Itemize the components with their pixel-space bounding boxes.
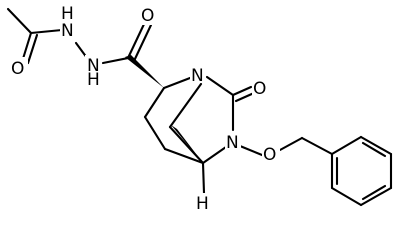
atom-h-hydrazide-right: H bbox=[87, 70, 100, 90]
bond-urea-c-o-b bbox=[234, 91, 256, 103]
bond-c2-n1 bbox=[162, 76, 192, 90]
atom-label-layer: O N H N H O N O N O H bbox=[10, 4, 280, 214]
bond-n6-o-ether bbox=[238, 144, 264, 157]
wedge-bond-c5-bridge bbox=[171, 125, 203, 163]
bond-nh-carbonyl-right bbox=[101, 56, 130, 65]
bond-o-ch2-benzyl bbox=[278, 136, 304, 152]
atom-n-hydrazide-right: N bbox=[87, 56, 100, 76]
wedge-bond-c2-carbonyl-body bbox=[125, 55, 164, 88]
bond-carbonyl-o-left-b bbox=[26, 33, 39, 65]
bond-phenyl-inner-3 bbox=[361, 141, 387, 158]
atom-n-hydrazide-left: N bbox=[61, 21, 74, 41]
bond-phenyl-5 bbox=[359, 135, 393, 156]
atom-n-bridgehead-bottom: N bbox=[226, 133, 239, 153]
atom-h-stereo: H bbox=[196, 194, 209, 214]
bond-urea-c-o-a bbox=[231, 85, 253, 97]
atom-o-amide-right: O bbox=[141, 6, 154, 26]
atom-o-ether: O bbox=[263, 145, 276, 165]
atom-n-bridgehead-top: N bbox=[191, 66, 204, 86]
bond-phenyl-2 bbox=[330, 186, 363, 207]
bond-phenyl-3 bbox=[359, 186, 393, 207]
bond-ring-c2-c3 bbox=[143, 86, 166, 119]
atom-o-urea: O bbox=[253, 79, 266, 99]
bond-n6-c5 bbox=[201, 145, 228, 165]
bond-carbonyl-nh-left bbox=[29, 28, 64, 35]
bond-carbonyl-right-o-b bbox=[132, 23, 153, 63]
bond-ch2-phenyl bbox=[300, 136, 334, 156]
bond-ring-c3-c4 bbox=[143, 115, 167, 151]
chemical-structure: O N H N H O N O N O H bbox=[6, 4, 393, 214]
bond-phenyl-6 bbox=[330, 135, 363, 156]
bond-n1-ch2-bridge bbox=[168, 82, 203, 129]
bond-phenyl-inner-2 bbox=[361, 184, 387, 201]
bond-n1-urea-c bbox=[205, 75, 235, 97]
bond-c5-stereo-h bbox=[201, 161, 206, 195]
bond-methyl-carbonyl bbox=[6, 7, 33, 35]
atom-h-hydrazide-left: H bbox=[61, 4, 74, 24]
bond-layer bbox=[6, 7, 393, 207]
bond-ring-c4-c5 bbox=[163, 147, 205, 165]
bond-carbonyl-right-o-a bbox=[126, 20, 147, 60]
bond-ch2-bridge-c5 bbox=[168, 125, 205, 165]
atom-o-left: O bbox=[11, 59, 24, 79]
